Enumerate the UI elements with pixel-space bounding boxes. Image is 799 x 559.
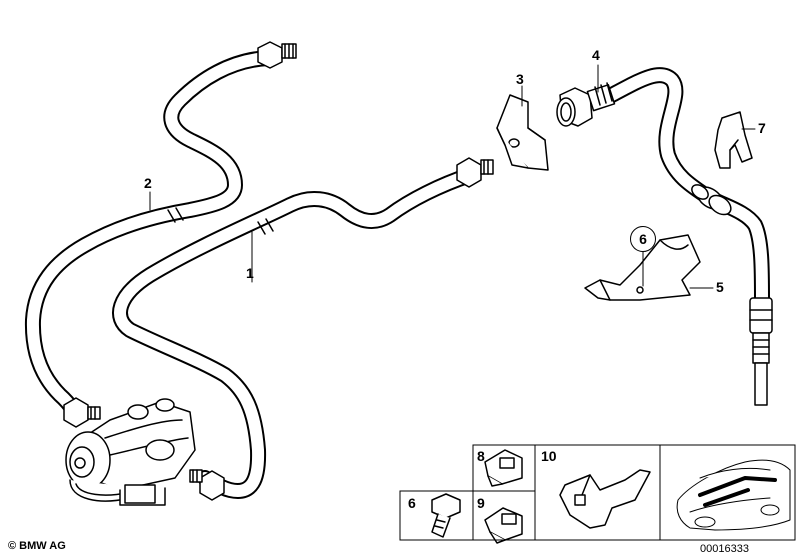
clip-9-drawing [484,507,523,544]
hose-1 [112,167,478,499]
clip-8-drawing [484,449,523,487]
hex-nut-pump-bottom [189,469,225,501]
hex-nut-middle [456,157,494,188]
callout-5: 5 [716,279,724,295]
brand-label: © BMW AG [8,540,66,552]
callout-9: 9 [477,495,485,511]
callout-8: 8 [477,448,485,464]
hose-2 [24,50,276,420]
clamp-10-drawing [559,469,651,529]
clip-7 [714,111,753,169]
hex-nut-upper [257,41,297,69]
car-inset-drawing [676,459,791,531]
diagram-code: 00016333 [700,543,749,555]
callout-7: 7 [758,120,766,136]
inset-box-6 [399,490,474,541]
inset-box-car [659,444,796,541]
callout-3: 3 [516,71,524,87]
callout-4: 4 [592,47,600,63]
callout-1: 1 [246,265,254,281]
callout-2: 2 [144,175,152,191]
bolt-6-drawing [431,493,461,538]
hex-nut-pump-left [63,397,101,428]
connector-4 [556,82,616,127]
callout-6-circle: 6 [630,226,656,252]
hose-joint [691,184,732,216]
bracket-3 [496,94,549,171]
leader-lines [149,64,756,289]
callout-10: 10 [541,448,557,464]
hose-end-fitting [749,297,773,406]
callout-6-inset: 6 [408,495,416,511]
hose-4-5 [602,67,770,308]
washer-pump [65,398,196,506]
